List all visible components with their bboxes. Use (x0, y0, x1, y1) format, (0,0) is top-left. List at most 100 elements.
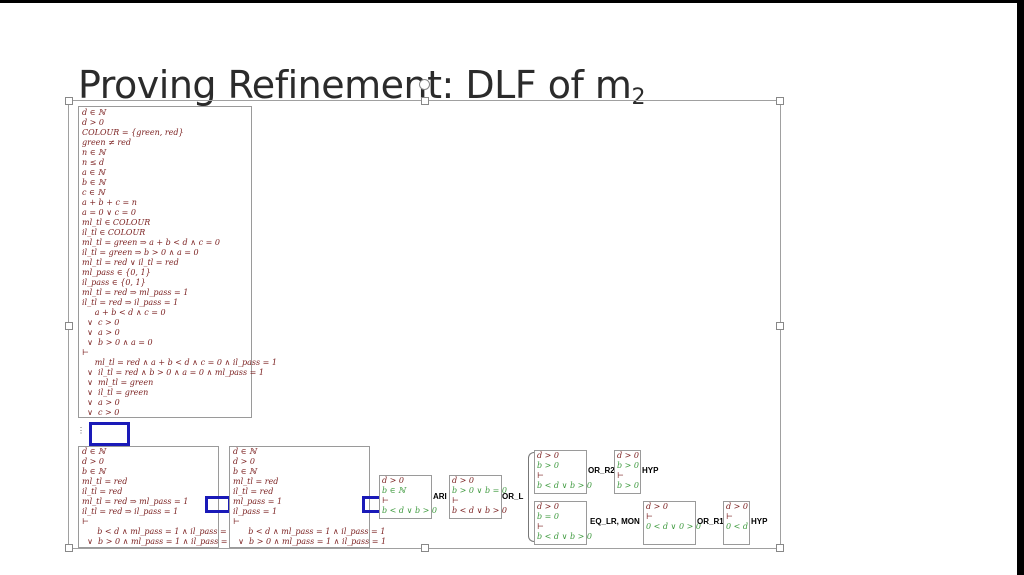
sequent-line: b ∈ ℕ (233, 467, 257, 476)
sequent-line: ∨ il_tl = green (82, 388, 149, 397)
sequent-h: d > 0⊢0 < d ∨ 0 > 0 (646, 502, 701, 532)
rule-ari: ARI (433, 492, 447, 501)
sequent-line: ml_tl = red ⇒ ml_pass = 1 (82, 288, 189, 297)
sequent-line: b = 0 (537, 512, 559, 521)
sequent-line: ∨ a > 0 (82, 328, 120, 337)
sequent-line: il_pass = 1 (233, 507, 278, 516)
sequent-line: ml_tl = red ∨ il_tl = red (82, 258, 179, 267)
branch-bracket (528, 452, 537, 542)
resize-handle-s[interactable] (421, 544, 429, 552)
sequent-line: ∨ il_tl = red ∧ b > 0 ∧ a = 0 ∧ ml_pass … (82, 368, 264, 377)
sequent-line: ml_tl = red ∧ a + b < d ∧ c = 0 ∧ il_pas… (82, 358, 277, 367)
sequent-line: b < d ∨ b > 0 (382, 506, 437, 515)
sequent-line: 0 < d (726, 522, 748, 531)
sequent-line: b < d ∨ b > 0 (537, 532, 592, 541)
sequent-line: ml_pass = 1 (233, 497, 283, 506)
sequent-line: d > 0 (537, 502, 559, 511)
sequent-line: d > 0 (646, 502, 668, 511)
title-subscript: 2 (631, 85, 645, 110)
sequent-line: ⊢ (537, 471, 544, 480)
sequent-line: d > 0 (233, 457, 255, 466)
sequent-line: d > 0 (726, 502, 748, 511)
sequent-line: ∨ ml_tl = green (82, 378, 154, 387)
sequent-line: d ∈ ℕ (82, 108, 106, 117)
sequent-line: il_tl = red (82, 487, 123, 496)
sequent-line: il_pass ∈ {0, 1} (82, 278, 146, 287)
rule-or-l: OR_L (502, 492, 524, 501)
sequent-line: ⊢ (382, 496, 389, 505)
sequent-line: d > 0 (537, 451, 559, 460)
sequent-line: b < d ∨ b > 0 (537, 481, 592, 490)
resize-handle-ne[interactable] (776, 97, 784, 105)
rotate-handle[interactable] (419, 79, 430, 90)
sequent-line: d > 0 (617, 451, 639, 460)
sequent-line: ∨ b > 0 ∧ ml_pass = 1 ∧ il_pass = 1 (233, 537, 387, 546)
resize-handle-nw[interactable] (65, 97, 73, 105)
sequent-line: d > 0 (82, 457, 104, 466)
sequent-line: ml_tl ∈ COLOUR (82, 218, 151, 227)
sequent-line: d ∈ ℕ (82, 447, 106, 456)
sequent-line: ∨ c > 0 (82, 408, 120, 417)
sequent-line: n ≤ d (82, 158, 105, 167)
ellipsis-mark: ⋮ (77, 426, 85, 435)
sequent-line: b < d ∧ ml_pass = 1 ∧ il_pass = 1 (82, 527, 235, 536)
sequent-line: a ∈ ℕ (82, 168, 106, 177)
resize-handle-w[interactable] (65, 322, 73, 330)
sequent-line: n ∈ ℕ (82, 148, 106, 157)
sequent-line: il_tl ∈ COLOUR (82, 228, 146, 237)
sequent-line: il_tl = red ⇒ il_pass = 1 (82, 507, 179, 516)
sequent-line: ∨ c > 0 (82, 318, 120, 327)
sequent-line: ∨ a > 0 (82, 398, 120, 407)
sequent-line: b ∈ ℕ (82, 467, 106, 476)
sequent-c-box (379, 475, 432, 519)
sequent-line: b < d ∧ ml_pass = 1 ∧ il_pass = 1 (233, 527, 386, 536)
sequent-line: ⊢ (82, 517, 89, 526)
sequent-line: ⊢ (617, 471, 624, 480)
rule-eq-lr-mon: EQ_LR, MON (590, 517, 640, 526)
resize-handle-se[interactable] (776, 544, 784, 552)
rule-or-r2: OR_R2 (588, 466, 615, 475)
sequent-line: ⊢ (726, 512, 733, 521)
title-main: Proving Refinement: DLF of m (78, 63, 632, 107)
sequent-line: d > 0 (452, 476, 474, 485)
sequent-line: il_tl = green ⇒ b > 0 ∧ a = 0 (82, 248, 199, 257)
sequent-line: ⊢ (452, 496, 459, 505)
sequent-line: b < d ∨ b > 0 (452, 506, 507, 515)
sequent-line: 0 < d ∨ 0 > 0 (646, 522, 701, 531)
slide-title[interactable]: Proving Refinement: DLF of m2 (78, 62, 645, 121)
highlight-box-a (205, 496, 231, 513)
resize-handle-sw[interactable] (65, 544, 73, 552)
sequent-line: b > 0 (617, 481, 639, 490)
sequent-e-box (534, 450, 587, 494)
resize-handle-n[interactable] (421, 97, 429, 105)
sequent-line: a = 0 ∨ c = 0 (82, 208, 136, 217)
rule-hyp-2: HYP (751, 517, 768, 526)
sequent-line: d > 0 (82, 118, 104, 127)
sequent-line: c ∈ ℕ (82, 188, 105, 197)
sequent-line: a + b + c = n (82, 198, 137, 207)
sequent-line: il_tl = red (233, 487, 274, 496)
sequent-line: ml_tl = red (82, 477, 128, 486)
sequent-g-box (534, 501, 587, 545)
sequent-line: ⊢ (233, 517, 240, 526)
resize-handle-e[interactable] (776, 322, 784, 330)
sequent-h-box (643, 501, 696, 545)
sequent-d-box (449, 475, 502, 519)
sequent-a-box (78, 446, 219, 548)
sequent-line: ⊢ (537, 522, 544, 531)
sequent-line: b ∈ ℕ (382, 486, 406, 495)
sequent-line: ⊢ (82, 348, 89, 357)
sequent-line: ⊢ (646, 512, 653, 521)
sequent-line: COLOUR = {green, red} (82, 128, 184, 137)
sequent-line: a + b < d ∧ c = 0 (82, 308, 166, 317)
sequent-line: ∨ b > 0 ∧ ml_pass = 1 ∧ il_pass = 1 (82, 537, 236, 546)
sequent-i: d > 0⊢0 < d (726, 502, 748, 532)
sequent-f-box (614, 450, 641, 494)
sequent-line: ml_tl = red (233, 477, 279, 486)
sequent-line: ∨ b > 0 ∧ a = 0 (82, 338, 153, 347)
